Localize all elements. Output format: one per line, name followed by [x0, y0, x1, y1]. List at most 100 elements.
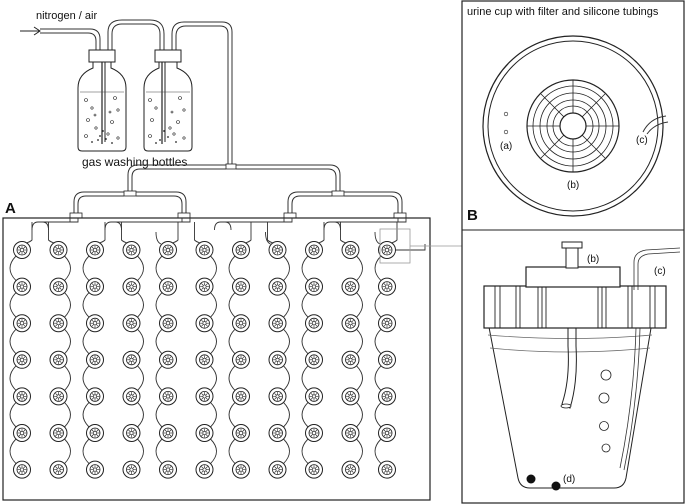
urine-cup	[195, 277, 214, 296]
urine-cup	[86, 277, 104, 296]
cup-tubing	[356, 365, 363, 391]
urine-cup	[122, 387, 141, 406]
urine-cup	[232, 350, 250, 369]
urine-cup	[86, 241, 104, 259]
cup-tubing	[137, 365, 144, 391]
cup-tubing	[283, 255, 290, 281]
cup-tubing	[155, 328, 163, 355]
bottles-label: gas washing bottles	[82, 155, 187, 169]
gas-inlet-label: nitrogen / air	[36, 10, 97, 22]
cup-tubing	[64, 438, 71, 464]
urine-cup	[268, 241, 287, 259]
cup-tubing	[64, 402, 71, 428]
cup-tubing	[155, 402, 163, 428]
cup-tubing	[64, 365, 71, 391]
side-label-c: (c)	[654, 266, 666, 277]
side-label-d: (d)	[563, 474, 575, 485]
cup-tubing	[374, 402, 382, 428]
urine-cup	[341, 387, 360, 406]
urine-cup	[13, 350, 31, 369]
cup-tubing	[9, 438, 17, 464]
cup-tubing	[301, 402, 309, 428]
urine-cup	[232, 387, 250, 406]
cup-tubing	[301, 438, 309, 464]
cup-tubing	[374, 438, 382, 464]
cup-tubing	[356, 292, 363, 318]
manifold-branch	[323, 218, 407, 231]
panel-b-label: B	[467, 207, 478, 224]
feed-tube	[244, 222, 252, 244]
urine-cup	[13, 387, 31, 406]
urine-cup	[159, 424, 177, 442]
cup-tubing	[228, 438, 236, 464]
cup-tubing	[82, 328, 90, 355]
urine-cup	[122, 350, 141, 369]
urine-cup	[341, 314, 360, 333]
cup-tubing	[356, 328, 363, 355]
feed-tube	[98, 222, 106, 244]
cup-tubing	[283, 328, 290, 355]
cup-tubing	[356, 402, 363, 428]
cup-tubing	[301, 365, 309, 391]
cup-tubing	[374, 328, 382, 355]
urine-cup	[378, 277, 396, 296]
cup-tubing	[228, 255, 236, 281]
cup-tubing	[210, 365, 217, 391]
urine-cup	[49, 460, 68, 479]
urine-cup	[378, 460, 396, 479]
cup-tubing	[82, 438, 90, 464]
cup-tubing	[210, 255, 217, 281]
label-a: (a)	[500, 141, 512, 152]
urine-cup	[195, 241, 214, 259]
urine-cup	[268, 314, 287, 333]
label-c: (c)	[636, 135, 648, 146]
cup-tubing	[210, 438, 217, 464]
feed-tube	[48, 222, 55, 244]
cup-tubing	[64, 328, 71, 355]
manifold-branch	[104, 218, 191, 231]
urine-cup	[86, 460, 104, 479]
arrow-icon	[20, 26, 41, 36]
urine-cup	[49, 387, 68, 406]
cup-tubing	[301, 255, 309, 281]
cup-tubing	[137, 255, 144, 281]
cup-tubing	[82, 365, 90, 391]
cup-tubing	[301, 328, 309, 355]
urine-cup	[86, 424, 104, 442]
cup-tubing	[9, 402, 17, 428]
feed-tube	[390, 222, 398, 244]
cup-tubing	[210, 292, 217, 318]
cup-tubing	[228, 365, 236, 391]
cup-tubing	[356, 438, 363, 464]
feed-tube	[121, 222, 128, 244]
cup-tubing	[374, 255, 382, 281]
urine-cup	[341, 424, 360, 442]
urine-cup	[378, 314, 396, 333]
urine-cup	[232, 277, 250, 296]
cup-tubing	[283, 438, 290, 464]
cup-tubing	[9, 328, 17, 355]
cup-top-title: urine cup with filter and silicone tubin…	[467, 6, 659, 18]
feed-tube	[374, 231, 381, 245]
urine-cup	[49, 314, 68, 333]
cup-tubing	[64, 255, 71, 281]
panel-b-frame	[461, 0, 685, 504]
feed-tube	[194, 222, 201, 244]
cup-tubing	[155, 292, 163, 318]
panel-a-frame	[2, 217, 431, 501]
gas-washing-bottle	[77, 49, 127, 152]
label-b: (b)	[567, 180, 579, 191]
urine-cup	[86, 387, 104, 406]
feed-tube	[265, 231, 271, 245]
urine-cup	[49, 424, 68, 442]
gas-washing-bottle	[143, 49, 193, 152]
outlet-tube	[396, 244, 426, 251]
manifold-branch	[214, 218, 293, 231]
cup-tubing	[9, 255, 17, 281]
urine-cup	[195, 460, 214, 479]
cup-tubing	[9, 365, 17, 391]
cup-tubing	[228, 328, 236, 355]
urine-cup	[341, 350, 360, 369]
cup-tubing	[82, 402, 90, 428]
feed-tube	[267, 222, 274, 244]
